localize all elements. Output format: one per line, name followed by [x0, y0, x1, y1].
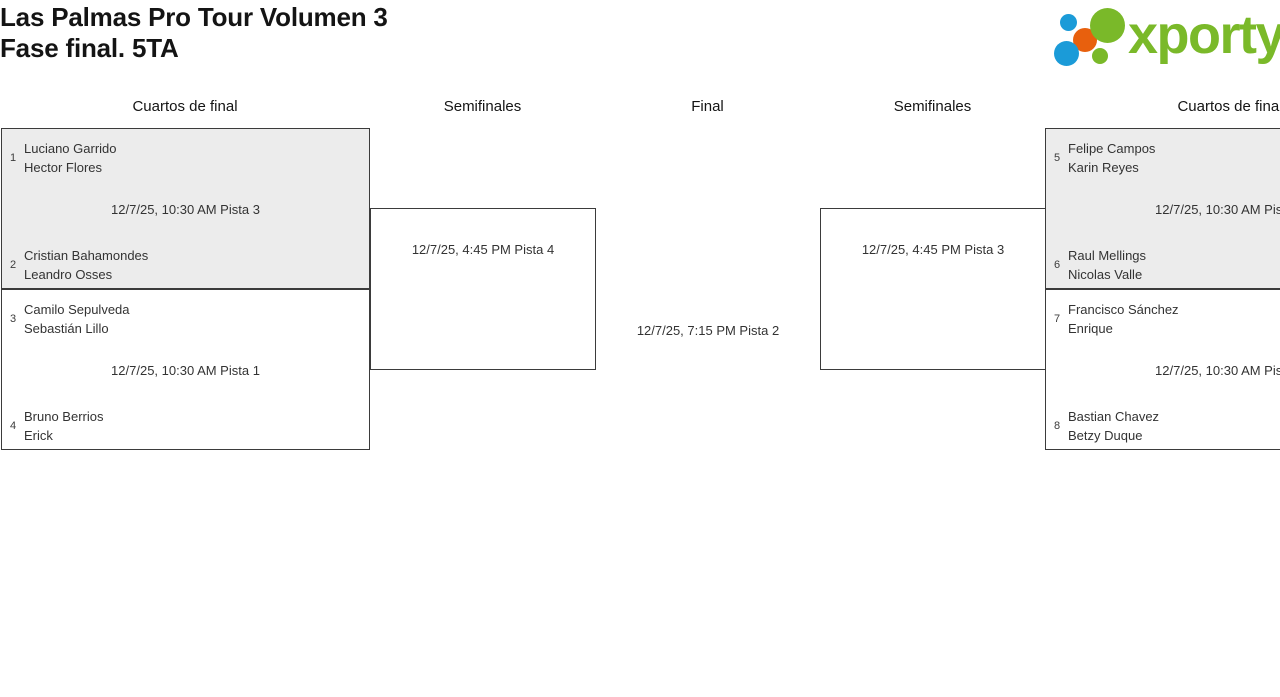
- team-players: Luciano Garrido Hector Flores: [24, 139, 117, 177]
- seed-number: 1: [10, 151, 17, 164]
- player-name-2: Sebastián Lillo: [24, 321, 109, 336]
- match-team-bottom[interactable]: 8 Bastian Chavez Betzy Duque: [1046, 407, 1280, 445]
- player-name-1: Felipe Campos: [1068, 141, 1156, 156]
- round-header-semifinals-right: Semifinales: [893, 98, 972, 115]
- match-team-top[interactable]: 7 Francisco Sánchez Enrique: [1046, 300, 1280, 338]
- page-title-line-1: Las Palmas Pro Tour Volumen 3: [0, 2, 388, 32]
- player-name-2: Betzy Duque: [1068, 428, 1143, 443]
- page-header: Las Palmas Pro Tour Volumen 3 Fase final…: [0, 0, 1280, 88]
- match-team-top[interactable]: 5 Felipe Campos Karin Reyes: [1046, 139, 1280, 177]
- seed-number: 7: [1054, 312, 1061, 325]
- match-team-bottom[interactable]: 6 Raul Mellings Nicolas Valle: [1046, 246, 1280, 284]
- player-name-1: Bastian Chavez: [1068, 409, 1160, 424]
- match-quarterfinal-2[interactable]: 3 Camilo Sepulveda Sebastián Lillo 12/7/…: [1, 289, 370, 450]
- match-team-top[interactable]: 3 Camilo Sepulveda Sebastián Lillo: [2, 300, 369, 338]
- round-header-quarterfinals-left: Cuartos de final: [132, 98, 238, 115]
- match-semifinal-left[interactable]: 12/7/25, 4:45 PM Pista 4: [370, 208, 596, 370]
- xporty-logo: xporty: [1048, 4, 1280, 70]
- match-schedule: 12/7/25, 4:45 PM Pista 4: [411, 242, 555, 257]
- round-header-quarterfinals-right: Cuartos de final: [1177, 98, 1280, 115]
- match-semifinal-right[interactable]: 12/7/25, 4:45 PM Pista 3: [820, 208, 1046, 370]
- round-header-final: Final: [691, 98, 724, 115]
- seed-number: 2: [10, 258, 17, 271]
- match-team-bottom[interactable]: 4 Bruno Berrios Erick: [2, 407, 369, 445]
- player-name-1: Bruno Berrios: [24, 409, 104, 424]
- match-schedule: 12/7/25, 10:30 AM Pista 4: [1155, 363, 1280, 378]
- team-players: Cristian Bahamondes Leandro Osses: [24, 246, 148, 284]
- logo-dots-icon: [1054, 8, 1128, 66]
- team-players: Francisco Sánchez Enrique: [1068, 300, 1179, 338]
- logo-dot-blue-small-icon: [1060, 14, 1077, 31]
- logo-dot-blue-large-icon: [1054, 41, 1079, 66]
- player-name-2: Enrique: [1068, 321, 1113, 336]
- player-name-2: Hector Flores: [24, 160, 103, 175]
- team-players: Bastian Chavez Betzy Duque: [1068, 407, 1159, 445]
- player-name-2: Erick: [24, 428, 53, 443]
- page-title-line-2: Fase final. 5TA: [0, 33, 179, 63]
- match-schedule: 12/7/25, 4:45 PM Pista 3: [861, 242, 1005, 257]
- player-name-2: Nicolas Valle: [1068, 267, 1143, 282]
- match-quarterfinal-1[interactable]: 1 Luciano Garrido Hector Flores 12/7/25,…: [1, 128, 370, 289]
- team-players: Camilo Sepulveda Sebastián Lillo: [24, 300, 130, 338]
- player-name-1: Cristian Bahamondes: [24, 248, 149, 263]
- match-final-schedule: 12/7/25, 7:15 PM Pista 2: [636, 323, 780, 338]
- seed-number: 3: [10, 312, 17, 325]
- player-name-1: Francisco Sánchez: [1068, 302, 1179, 317]
- match-quarterfinal-4[interactable]: 7 Francisco Sánchez Enrique 12/7/25, 10:…: [1045, 289, 1280, 450]
- logo-wordmark: xporty: [1128, 5, 1280, 65]
- match-schedule: 12/7/25, 10:30 AM Pista 3: [111, 202, 260, 217]
- logo-dot-green-large-icon: [1090, 8, 1125, 43]
- seed-number: 8: [1054, 419, 1061, 432]
- player-name-2: Leandro Osses: [24, 267, 113, 282]
- team-players: Bruno Berrios Erick: [24, 407, 103, 445]
- match-team-top[interactable]: 1 Luciano Garrido Hector Flores: [2, 139, 369, 177]
- match-quarterfinal-3[interactable]: 5 Felipe Campos Karin Reyes 12/7/25, 10:…: [1045, 128, 1280, 289]
- match-schedule: 12/7/25, 10:30 AM Pista 1: [111, 363, 260, 378]
- seed-number: 4: [10, 419, 17, 432]
- round-header-semifinals-left: Semifinales: [443, 98, 522, 115]
- player-name-1: Raul Mellings: [1068, 248, 1147, 263]
- match-schedule: 12/7/25, 10:30 AM Pista 2: [1155, 202, 1280, 217]
- player-name-1: Luciano Garrido: [24, 141, 117, 156]
- logo-dot-green-small-icon: [1092, 48, 1108, 64]
- team-players: Felipe Campos Karin Reyes: [1068, 139, 1155, 177]
- seed-number: 5: [1054, 151, 1061, 164]
- seed-number: 6: [1054, 258, 1061, 271]
- player-name-2: Karin Reyes: [1068, 160, 1139, 175]
- player-name-1: Camilo Sepulveda: [24, 302, 130, 317]
- match-team-bottom[interactable]: 2 Cristian Bahamondes Leandro Osses: [2, 246, 369, 284]
- team-players: Raul Mellings Nicolas Valle: [1068, 246, 1146, 284]
